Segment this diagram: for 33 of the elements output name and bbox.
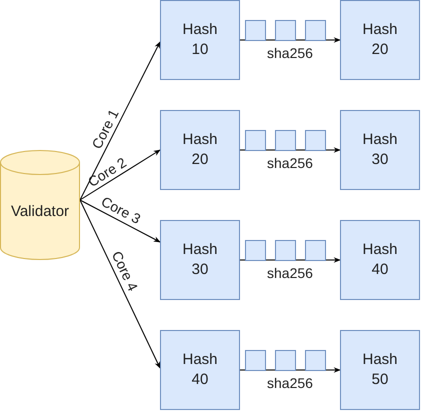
process-box xyxy=(340,110,420,190)
node-label: Hash 50 xyxy=(361,350,399,390)
process-box xyxy=(160,330,240,410)
arrow xyxy=(240,147,341,153)
process-box xyxy=(340,220,420,300)
edge-label: sha256 xyxy=(267,375,313,391)
node-label: Hash 20 xyxy=(361,20,399,60)
process-box xyxy=(160,0,240,80)
process-box xyxy=(160,220,240,300)
edge-label: Core 1 xyxy=(88,106,122,152)
arrow xyxy=(80,150,161,200)
edge-label: sha256 xyxy=(267,265,313,281)
arrow xyxy=(80,200,160,369)
arrow xyxy=(240,257,341,263)
arrow xyxy=(240,37,341,43)
process-box xyxy=(340,330,420,410)
arrow xyxy=(240,367,341,373)
arrow xyxy=(80,41,160,200)
node-label: Hash 30 xyxy=(181,240,219,280)
edge-label: sha256 xyxy=(267,155,313,171)
edge-label: Core 3 xyxy=(98,193,143,227)
arrow xyxy=(80,200,161,242)
node-label: Hash 40 xyxy=(181,350,219,390)
edge-label: Core 2 xyxy=(84,154,129,190)
node-label: Hash 40 xyxy=(361,240,399,280)
node-label: Hash 10 xyxy=(181,20,219,60)
node-label: Validator xyxy=(10,202,70,222)
process-box xyxy=(160,110,240,190)
node-label: Hash 20 xyxy=(181,130,219,170)
edge-label: Core 4 xyxy=(108,248,142,294)
process-box xyxy=(340,0,420,80)
edge-label: sha256 xyxy=(267,45,313,61)
node-label: Hash 30 xyxy=(361,130,399,170)
